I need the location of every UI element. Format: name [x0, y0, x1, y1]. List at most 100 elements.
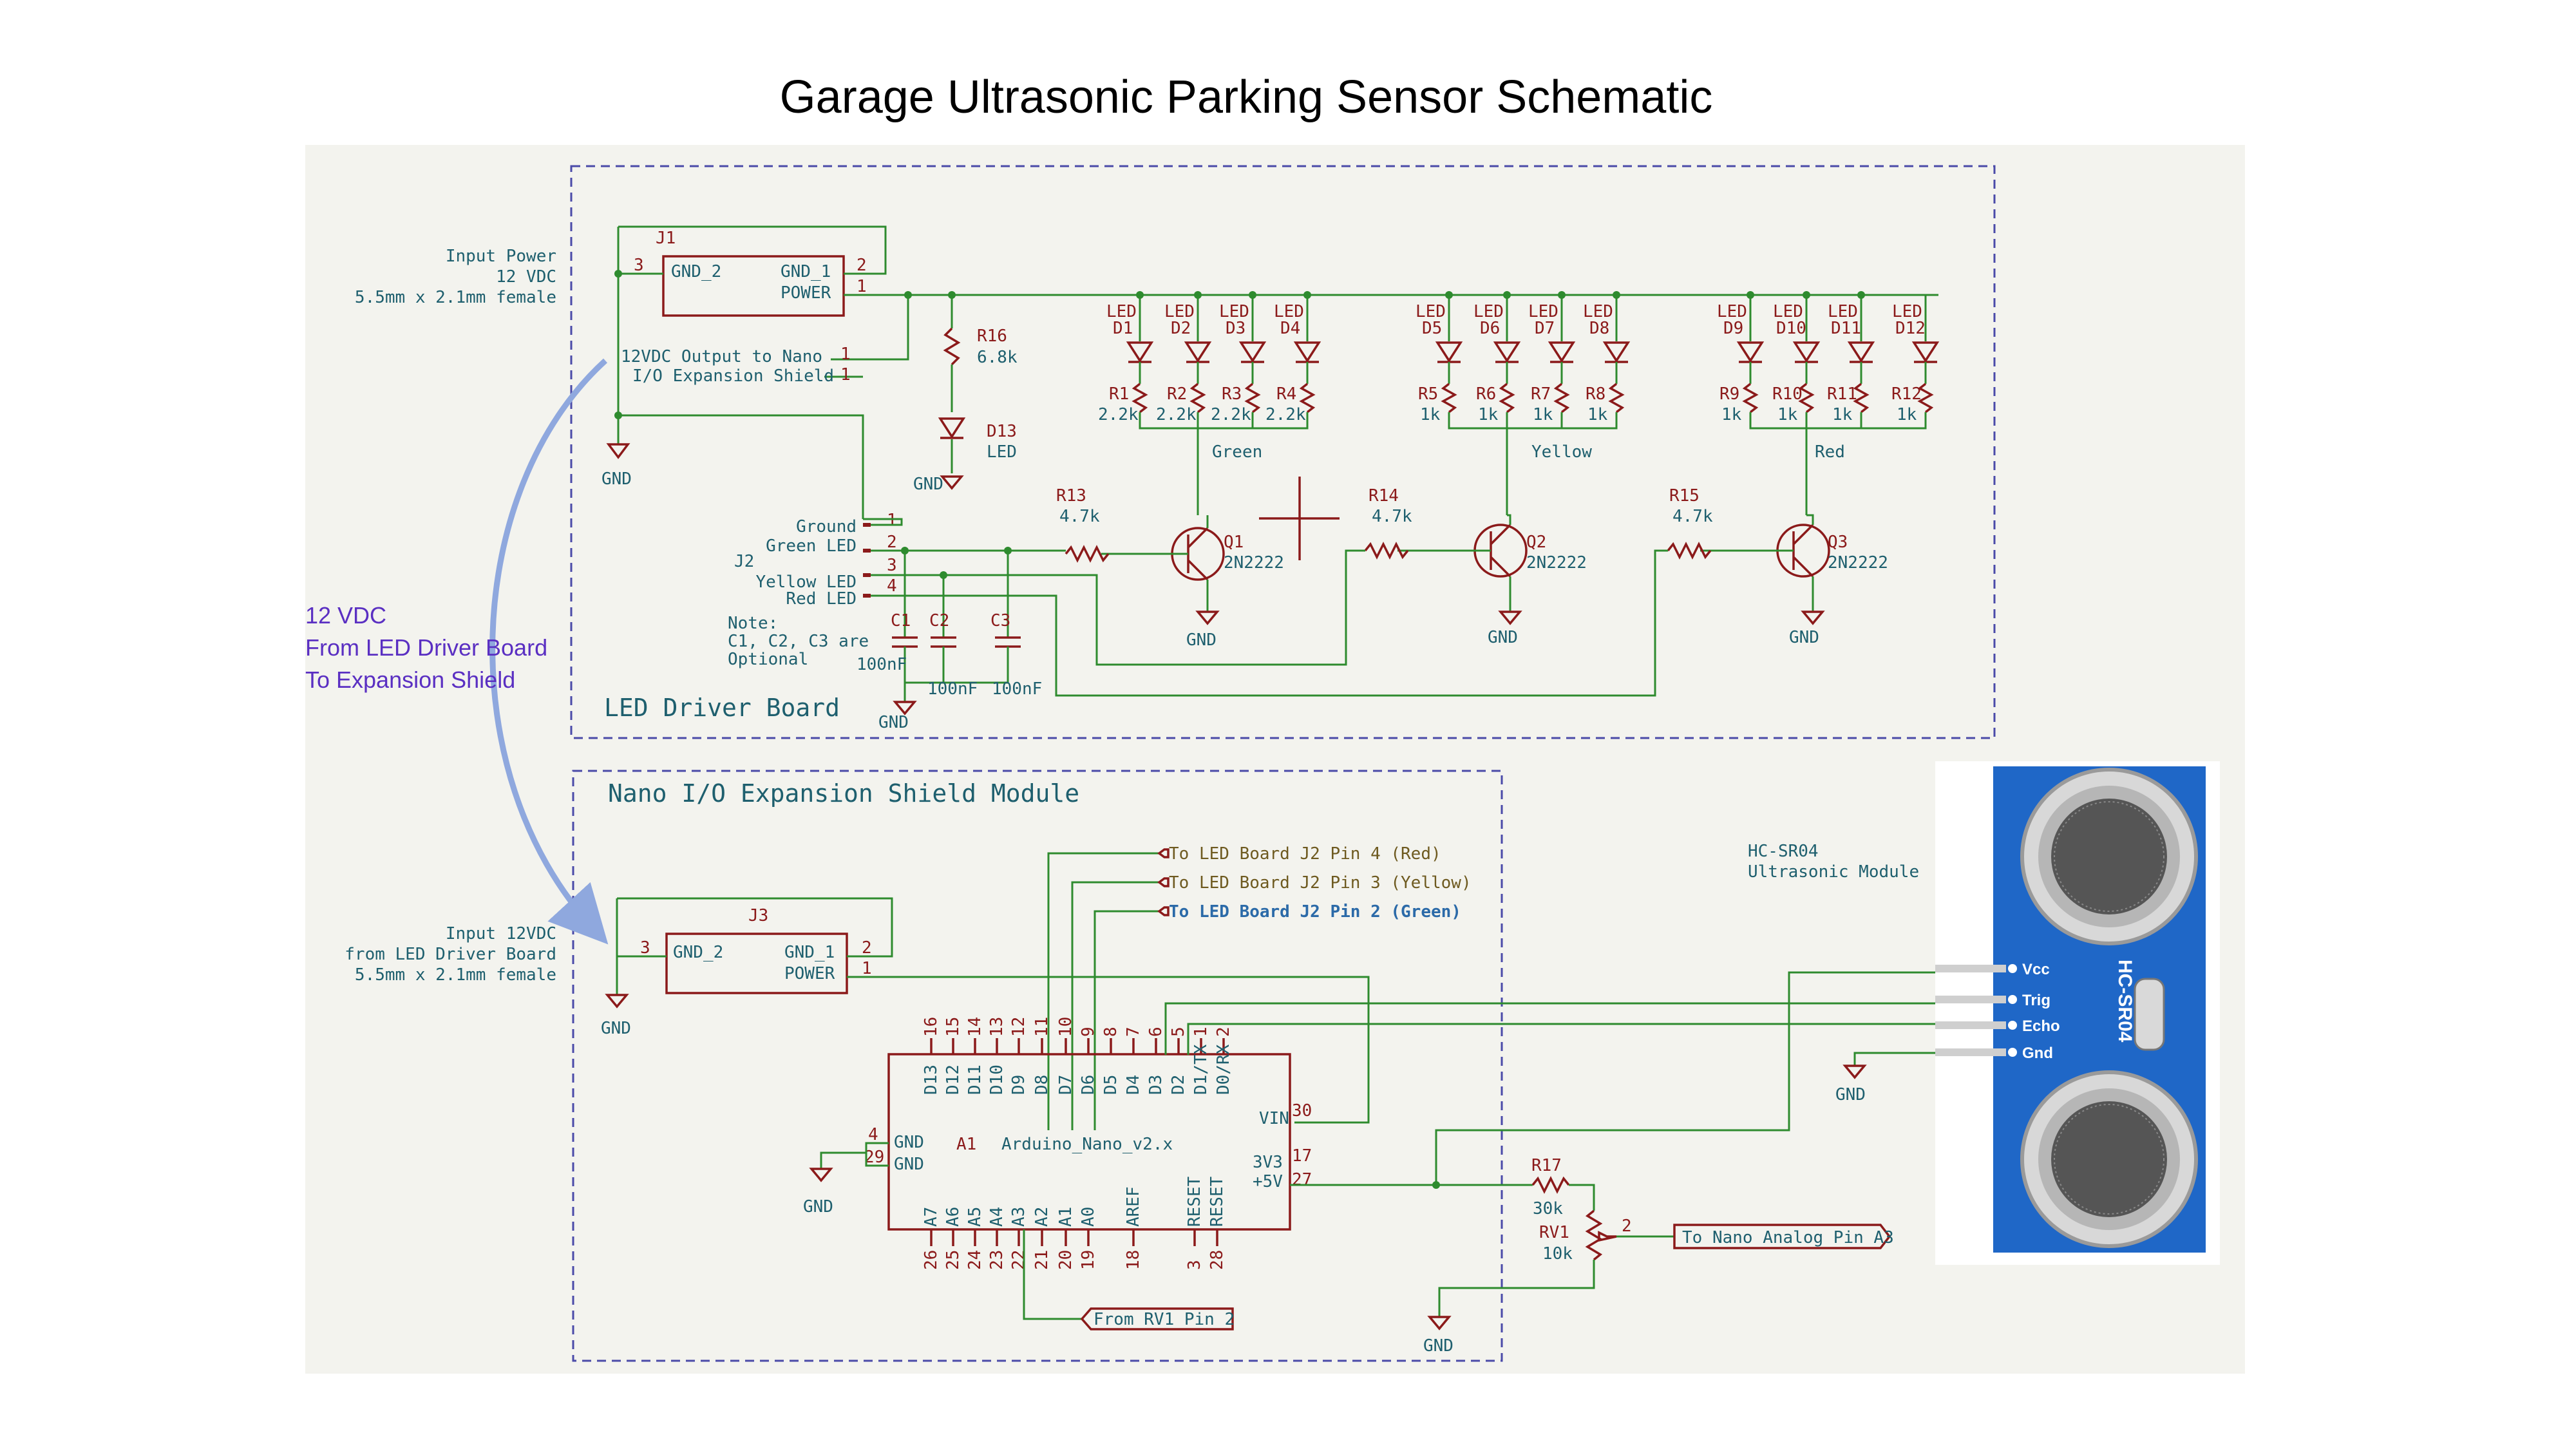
- pin-trig: Trig: [2022, 992, 2050, 1009]
- led-label-d1: LED: [1106, 302, 1137, 321]
- j2-pin-yellow: Yellow LED: [755, 573, 857, 592]
- transistor-q2: R14 4.7k Q2 2N2222 GND: [1364, 428, 1587, 647]
- j3-gnd2: GND_2: [673, 943, 723, 962]
- res-r12: R12: [1891, 384, 1922, 404]
- nano-bottom-pin-0: A7: [922, 1207, 941, 1227]
- nano-top-pin-num-7: 9: [1079, 1027, 1098, 1037]
- res-r7: R7: [1531, 384, 1551, 404]
- d13-ref: D13: [987, 422, 1017, 441]
- j3-pin2: 2: [862, 938, 872, 958]
- nano-top-pin-11: D2: [1169, 1075, 1188, 1095]
- rv1-ref: RV1: [1539, 1223, 1569, 1242]
- transistor-q1: R13 4.7k Q1 2N2222 GND: [1056, 428, 1284, 650]
- nano-shield-board-label: Nano I/O Expansion Shield Module: [608, 779, 1079, 808]
- led-label-d5: LED: [1416, 302, 1446, 321]
- led-label-d8: LED: [1583, 302, 1613, 321]
- res-r11-val: 1k: [1832, 405, 1853, 424]
- out12-line2: I/O Expansion Shield: [632, 366, 834, 386]
- group-label-green: Green: [1212, 442, 1262, 462]
- cap-note-2: C1, C2, C3 are: [728, 632, 869, 651]
- res-r10: R10: [1772, 384, 1803, 404]
- gnd-sensor: GND: [1835, 1085, 1866, 1104]
- led-d9: D9: [1723, 319, 1743, 338]
- res-r5: R5: [1418, 384, 1438, 404]
- led-label-d2: LED: [1164, 302, 1195, 321]
- q2-rval: 4.7k: [1372, 507, 1412, 526]
- j1-desc-3: 5.5mm x 2.1mm female: [355, 288, 556, 307]
- group-label-yellow: Yellow: [1531, 442, 1592, 462]
- j1-desc-1: Input Power: [446, 247, 556, 266]
- res-r6: R6: [1476, 384, 1496, 404]
- nano-top-pin-13: D0/RX: [1214, 1044, 1233, 1095]
- nano-top-pin-num-13: 2: [1214, 1027, 1233, 1037]
- gnd-j1: GND: [601, 469, 632, 489]
- net-labels: To LED Board J2 Pin 4 (Red) To LED Board…: [1047, 844, 1472, 1130]
- out12-pin1: 1: [840, 345, 851, 364]
- page-title: Garage Ultrasonic Parking Sensor Schemat…: [779, 71, 1713, 123]
- j1-power: POWER: [781, 283, 831, 303]
- res-r11: R11: [1827, 384, 1857, 404]
- led-label-d4: LED: [1274, 302, 1304, 321]
- nano-top-pin-num-2: 14: [965, 1017, 985, 1037]
- q2-val: 2N2222: [1526, 553, 1587, 573]
- led-d5: D5: [1422, 319, 1442, 338]
- j3-pin1: 1: [862, 959, 872, 978]
- nano-bottom-pin-2: A5: [965, 1207, 985, 1227]
- nano-bottom-pin-num-9: 3: [1185, 1260, 1204, 1270]
- res-r10-val: 1k: [1777, 405, 1798, 424]
- nano-top-pin-5: D8: [1032, 1075, 1052, 1095]
- nano-bottom-pin-num-7: 19: [1079, 1250, 1098, 1270]
- nano-vin: VIN: [1259, 1109, 1289, 1128]
- capacitors: GND C1 C2 C3 100nF 100nF 100nF Note: C1,…: [728, 611, 1042, 732]
- r16-d13: R16 6.8k D13 LED GND: [913, 291, 1018, 494]
- pin-vcc: Vcc: [2022, 961, 2050, 978]
- nano-shield-frame: [572, 770, 1503, 1362]
- res-r3: R3: [1222, 384, 1242, 404]
- led-label-d10: LED: [1773, 302, 1803, 321]
- connector-j3: J3 GND_2 GND_1 POWER 3 2 1 Input 12VDC f…: [345, 906, 872, 994]
- nano-5v: +5V: [1253, 1172, 1283, 1191]
- group-label-red: Red: [1815, 442, 1845, 462]
- q1-val: 2N2222: [1224, 553, 1284, 573]
- nano-bottom-pin-4: A3: [1009, 1207, 1028, 1227]
- nano-bottom-pin-num-1: 25: [943, 1250, 963, 1270]
- hcsr04-title: HC-SR04: [1748, 842, 1819, 861]
- cap-note-1: Note:: [728, 614, 778, 633]
- led-driver-board-label: LED Driver Board: [604, 694, 840, 722]
- nano-top-pin-num-0: 16: [922, 1017, 941, 1037]
- res-r9-val: 1k: [1721, 405, 1742, 424]
- q3-rref: R15: [1669, 486, 1700, 506]
- nano-bottom-pin-5: A2: [1032, 1207, 1052, 1227]
- res-r8: R8: [1586, 384, 1605, 404]
- net-yellow: To LED Board J2 Pin 3 (Yellow): [1169, 873, 1472, 893]
- led-label-d11: LED: [1828, 302, 1858, 321]
- j2-n2: 2: [887, 533, 897, 552]
- q3-ref: Q3: [1828, 533, 1848, 552]
- j1-gnd2: GND_2: [671, 262, 721, 281]
- nano-bottom-pin-num-6: 20: [1056, 1250, 1075, 1270]
- j3-desc-1: Input 12VDC: [446, 924, 556, 943]
- led-d7: D7: [1535, 319, 1555, 338]
- gnd-d13: GND: [913, 475, 943, 494]
- j2-pin-ground: Ground: [796, 517, 857, 536]
- j3-pin3: 3: [640, 938, 650, 958]
- nano-gnd1: GND: [894, 1133, 924, 1152]
- q1-rref: R13: [1056, 486, 1086, 506]
- res-r3-val: 2.2k: [1211, 405, 1251, 424]
- led-group-green: LED LED LED LED D1 D2 D3 D4 R1 R2 R3 R4 …: [1098, 291, 1321, 462]
- nano-bottom-pin-num-4: 22: [1009, 1250, 1028, 1270]
- nano-top-pin-10: D3: [1146, 1075, 1166, 1095]
- nano-top-pin-3: D10: [987, 1065, 1007, 1095]
- j1-pin2: 2: [857, 256, 867, 275]
- res-r2-val: 2.2k: [1156, 405, 1197, 424]
- cap-c3: C3: [990, 611, 1010, 630]
- nano-top-pin-num-1: 15: [943, 1017, 963, 1037]
- cap-c1-val: 100nF: [857, 655, 907, 674]
- rv1-pin2: 2: [1622, 1217, 1632, 1236]
- power-arrow: [489, 358, 609, 945]
- cap-c1: C1: [891, 611, 911, 630]
- net-red: To LED Board J2 Pin 4 (Red): [1169, 844, 1441, 864]
- gnd-caps: GND: [878, 713, 909, 732]
- q3-val: 2N2222: [1828, 553, 1888, 573]
- j2-n3: 3: [887, 556, 897, 575]
